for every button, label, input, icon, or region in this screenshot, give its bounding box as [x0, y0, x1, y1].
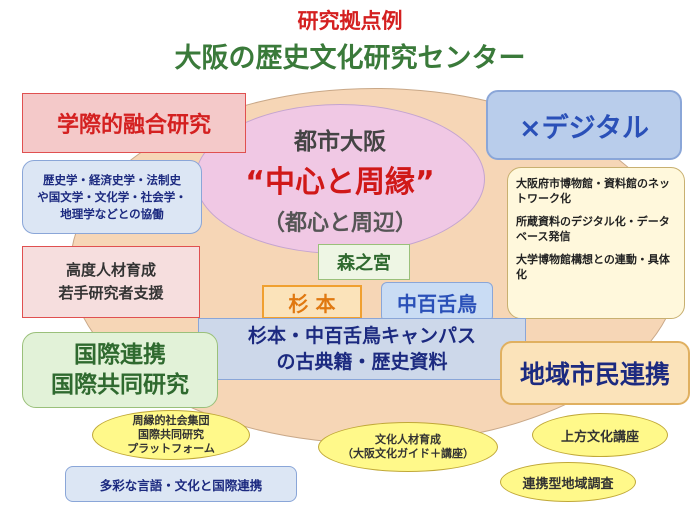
kokusai-line-1: 国際連携	[74, 342, 166, 368]
diagram-subtitle: 研究拠点例	[297, 9, 403, 33]
box-history-disciplines: 歴史学・経済史学・法制史 や国文学・文化学・社会学・ 地理学などとの協働	[22, 160, 202, 234]
oval-kamigata-lectures: 上方文化講座	[532, 413, 668, 457]
box-campus-archives: 杉本・中百舌鳥キャンパス の古典籍・歴史資料	[198, 318, 526, 380]
bunka-line-1: 文化人材育成	[375, 433, 441, 446]
platform-line-2: 国際共同研究	[137, 428, 204, 441]
box-sugimoto: 杉 本	[262, 285, 362, 319]
campus-line-2: の古典籍・歴史資料	[276, 351, 448, 373]
museum-item-3: 大学博物館構想との連動・具体化	[516, 253, 670, 281]
platform-line-3: プラットフォーム	[127, 442, 215, 455]
jinzai-line-2: 若手研究者支援	[58, 284, 164, 302]
box-morinomiya: 森之宮	[318, 244, 410, 280]
diagram-title: 大阪の歴史文化研究センター	[174, 42, 526, 74]
center-label-core-periphery: “中心と周縁”	[245, 165, 435, 200]
oval-platform: 周縁的社会集団 国際共同研究 プラットフォーム	[92, 410, 250, 460]
box-digital: ×デジタル	[486, 90, 682, 160]
oval-cultural-talent: 文化人材育成 （大阪文化ガイド＋講座）	[318, 422, 498, 472]
history-line-3: 地理学などとの協働	[60, 206, 164, 221]
campus-line-1: 杉本・中百舌鳥キャンパス	[247, 325, 476, 347]
box-interdisciplinary: 学際的融合研究	[22, 93, 246, 153]
bunka-line-2: （大阪文化ガイド＋講座）	[342, 447, 474, 460]
box-community-partnership: 地域市民連携	[500, 341, 690, 405]
history-line-1: 歴史学・経済史学・法制史	[43, 172, 181, 187]
box-international: 国際連携 国際共同研究	[22, 332, 218, 408]
box-diverse-languages: 多彩な言語・文化と国際連携	[65, 466, 297, 502]
center-label-city: 都市大阪	[294, 129, 386, 155]
box-museum-network: 大阪府市博物館・資料館のネットワーク化 所蔵資料のデジタル化・データベース発信 …	[507, 167, 685, 319]
kokusai-line-2: 国際共同研究	[51, 372, 189, 398]
history-line-2: や国文学・文化学・社会学・	[37, 189, 187, 204]
box-nakamozu: 中百舌鳥	[381, 282, 493, 322]
jinzai-line-1: 高度人材育成	[65, 261, 156, 279]
platform-line-1: 周縁的社会集団	[132, 414, 210, 427]
center-label-downtown: （都心と周辺）	[262, 211, 417, 236]
museum-item-1: 大阪府市博物館・資料館のネットワーク化	[516, 177, 670, 205]
box-talent-development: 高度人材育成 若手研究者支援	[22, 246, 200, 318]
museum-item-2: 所蔵資料のデジタル化・データベース発信	[516, 215, 670, 243]
oval-regional-survey: 連携型地域調査	[500, 462, 636, 502]
